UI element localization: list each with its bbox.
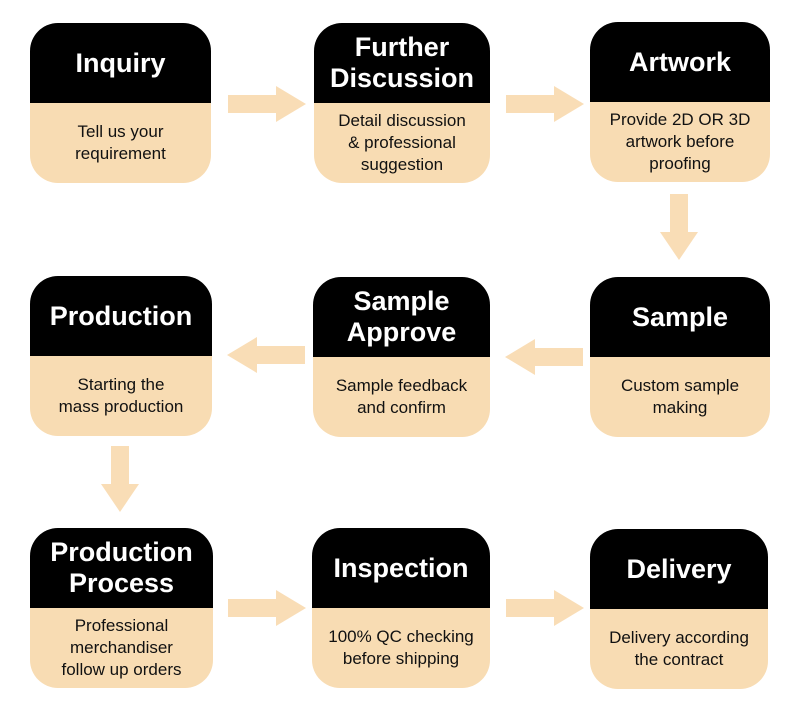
card-desc-section: Custom sample making bbox=[590, 357, 770, 437]
flow-card-production: Production Starting the mass production bbox=[30, 276, 212, 436]
card-title-section: Delivery bbox=[590, 529, 768, 609]
card-desc-section: Detail discussion & professional suggest… bbox=[314, 103, 490, 183]
flow-card-production-process: Production Process Professional merchand… bbox=[30, 528, 213, 688]
step-description: Provide 2D OR 3D artwork before proofing bbox=[609, 110, 751, 173]
arrow-left-icon bbox=[505, 339, 583, 375]
arrow-right-icon bbox=[228, 86, 306, 122]
step-description: Professional merchandiser follow up orde… bbox=[61, 616, 182, 679]
card-title-section: Inspection bbox=[312, 528, 490, 608]
step-title: Sample bbox=[631, 301, 729, 332]
card-title-section: Sample bbox=[590, 277, 770, 357]
step-title: Inquiry bbox=[75, 47, 166, 78]
card-title-section: Production bbox=[30, 276, 212, 356]
step-description: Starting the mass production bbox=[58, 375, 184, 416]
arrow-right-icon bbox=[506, 590, 584, 626]
card-desc-section: Tell us your requirement bbox=[30, 103, 211, 183]
step-description: Custom sample making bbox=[620, 376, 740, 417]
card-desc-section: Provide 2D OR 3D artwork before proofing bbox=[590, 102, 770, 182]
card-desc-section: Professional merchandiser follow up orde… bbox=[30, 608, 213, 688]
flow-card-sample-approve: Sample Approve Sample feedback and confi… bbox=[313, 277, 490, 437]
card-title-section: Sample Approve bbox=[313, 277, 490, 357]
flow-card-artwork: Artwork Provide 2D OR 3D artwork before … bbox=[590, 22, 770, 182]
step-title: Delivery bbox=[626, 553, 732, 584]
arrow-right-icon bbox=[228, 590, 306, 626]
step-title: Production Process bbox=[50, 537, 193, 598]
card-title-section: Production Process bbox=[30, 528, 213, 608]
step-description: Detail discussion & professional suggest… bbox=[338, 111, 466, 174]
card-desc-section: Delivery according the contract bbox=[590, 609, 768, 689]
card-desc-section: 100% QC checking before shipping bbox=[312, 608, 490, 688]
card-desc-section: Sample feedback and confirm bbox=[313, 357, 490, 437]
flow-card-inspection: Inspection 100% QC checking before shipp… bbox=[312, 528, 490, 688]
card-title-section: Inquiry bbox=[30, 23, 211, 103]
arrow-down-icon bbox=[101, 446, 139, 512]
step-description: Sample feedback and confirm bbox=[335, 376, 468, 417]
arrow-left-icon bbox=[227, 337, 305, 373]
flow-card-delivery: Delivery Delivery according the contract bbox=[590, 529, 768, 689]
flow-card-further-discussion: Further Discussion Detail discussion & p… bbox=[314, 23, 490, 183]
card-title-section: Further Discussion bbox=[314, 23, 490, 103]
flow-card-inquiry: Inquiry Tell us your requirement bbox=[30, 23, 211, 183]
card-desc-section: Starting the mass production bbox=[30, 356, 212, 436]
step-description: 100% QC checking before shipping bbox=[328, 627, 474, 668]
step-description: Tell us your requirement bbox=[75, 122, 166, 163]
step-title: Sample Approve bbox=[346, 286, 457, 347]
flow-card-sample: Sample Custom sample making bbox=[590, 277, 770, 437]
arrow-right-icon bbox=[506, 86, 584, 122]
step-description: Delivery according the contract bbox=[609, 628, 749, 669]
step-title: Inspection bbox=[333, 552, 469, 583]
step-title: Production bbox=[49, 300, 193, 331]
step-title: Artwork bbox=[628, 46, 731, 77]
card-title-section: Artwork bbox=[590, 22, 770, 102]
arrow-down-icon bbox=[660, 194, 698, 260]
step-title: Further Discussion bbox=[329, 32, 475, 93]
